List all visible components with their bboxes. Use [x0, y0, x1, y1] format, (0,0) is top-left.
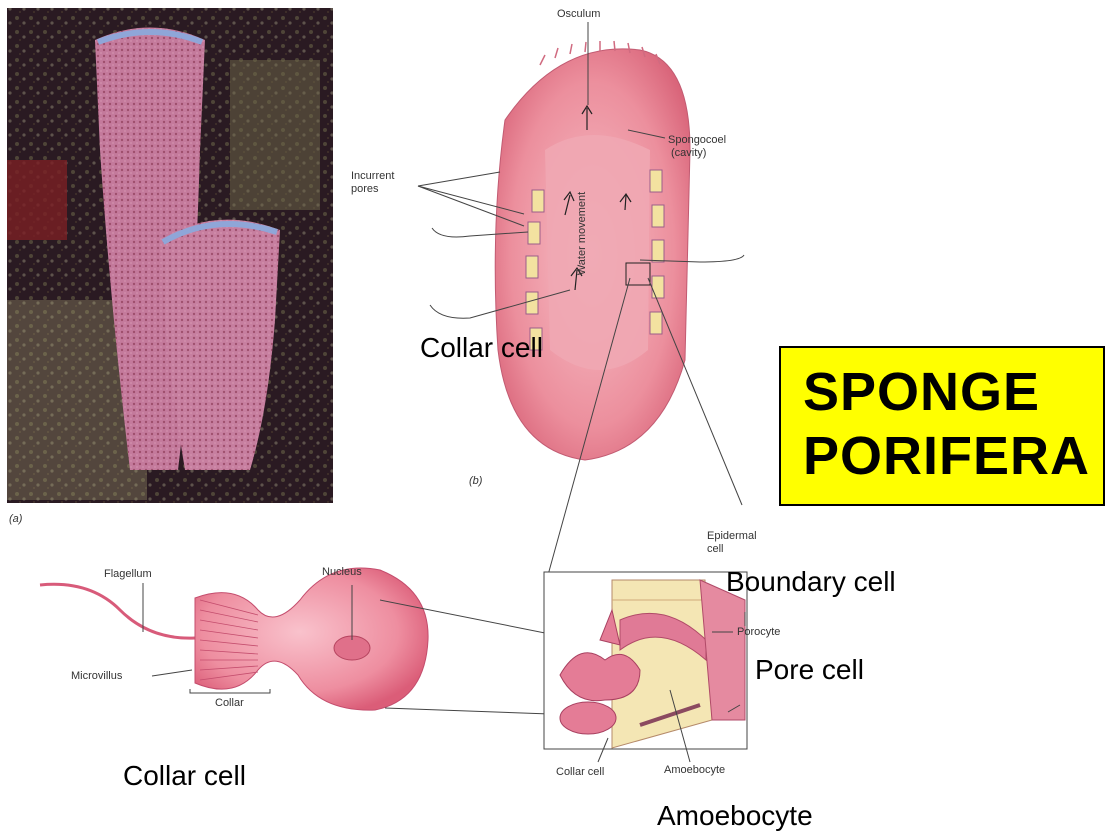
- amoebocyte-big-label: Amoebocyte: [657, 800, 813, 832]
- collar-cell-big-label-bottom: Collar cell: [123, 760, 246, 792]
- incurrent-pores-label-2: pores: [351, 183, 379, 196]
- microvillus-label: Microvillus: [71, 670, 122, 683]
- collar-label: Collar: [215, 697, 244, 710]
- osculum-label: Osculum: [557, 8, 600, 21]
- boundary-cell-big-label: Boundary cell: [726, 566, 896, 598]
- pore-cell-big-label: Pore cell: [755, 654, 864, 686]
- sponge-cutaway: [495, 41, 690, 460]
- spongocoel-label: Spongocoel: [668, 134, 726, 147]
- epidermal-cell-label-2: cell: [707, 543, 724, 556]
- collar-cell-big-label-top: Collar cell: [420, 332, 543, 364]
- nucleus-label: Nucleus: [322, 566, 362, 579]
- epidermal-cell-label-1: Epidermal: [707, 530, 757, 543]
- amoebocyte-small-label: Amoebocyte: [664, 764, 725, 777]
- flagellum-label: Flagellum: [104, 568, 152, 581]
- collar-cell-small-label: Collar cell: [556, 766, 604, 779]
- body-wall-detail: [544, 572, 747, 749]
- porocyte-label: Porocyte: [737, 626, 780, 639]
- title-line-1: SPONGE: [781, 360, 1103, 424]
- sponge-diagram-caption: (b): [469, 475, 482, 488]
- spongocoel-sub-label: (cavity): [671, 147, 706, 160]
- title-line-2: PORIFERA: [781, 424, 1103, 488]
- incurrent-pores-label-1: Incurrent: [351, 170, 394, 183]
- collar-cell-illustration: [40, 568, 428, 710]
- water-movement-label: Water movement: [576, 192, 589, 275]
- photo-caption: (a): [9, 513, 22, 526]
- title-box: SPONGE PORIFERA: [779, 346, 1105, 506]
- sponge-photo: [7, 8, 333, 503]
